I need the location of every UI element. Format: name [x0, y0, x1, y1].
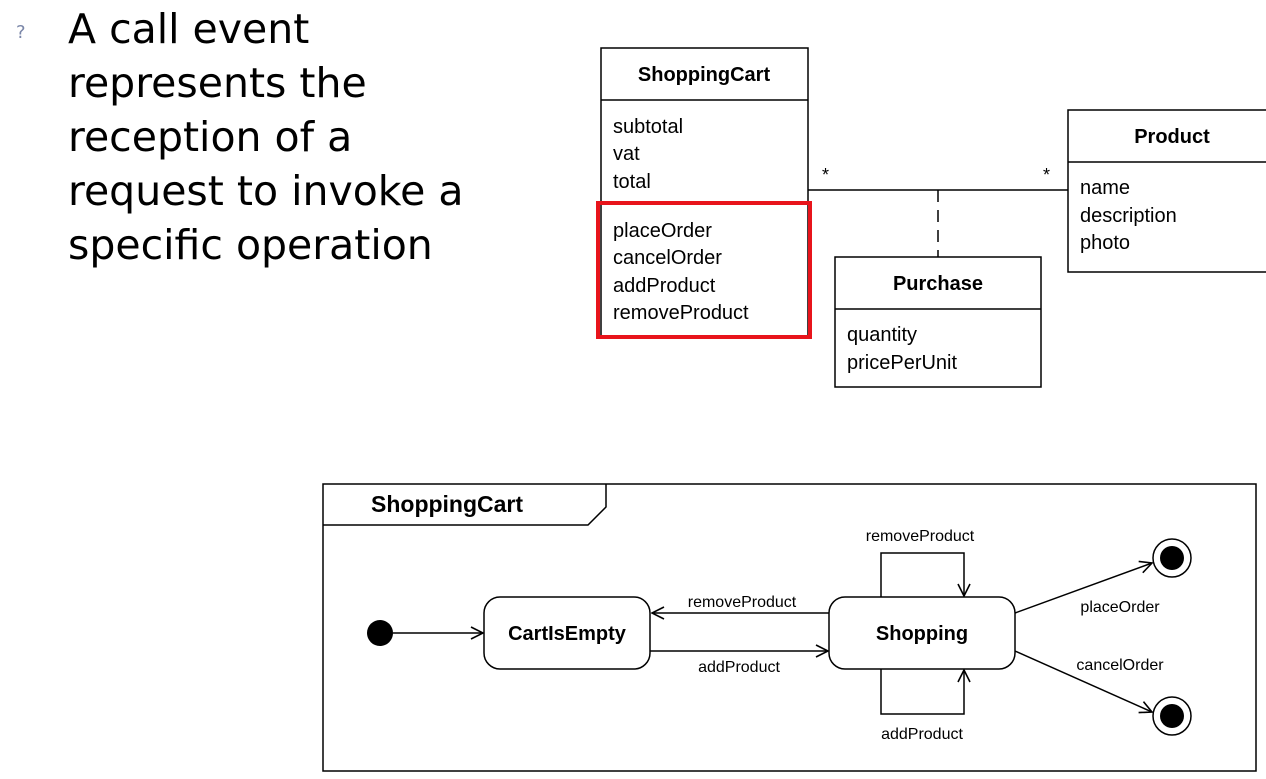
state-machine: ShoppingCart CartIsEmpty Shopping remove… [322, 483, 1257, 772]
class-name: ShoppingCart [638, 64, 771, 86]
bullet-line: request to invoke a [68, 167, 464, 215]
state-shopping [828, 596, 1016, 670]
state-machine-frame [322, 483, 1257, 772]
bullet-line: specific operation [68, 221, 433, 269]
bullet-marker: ? [16, 22, 26, 43]
multiplicity-right: * [1043, 165, 1050, 185]
frame-title: ShoppingCart [371, 491, 523, 517]
class-attribute: name [1080, 177, 1130, 199]
class-operation: addProduct [613, 275, 716, 297]
transition-label: removeProduct [866, 528, 975, 545]
class-attribute: pricePerUnit [847, 352, 957, 374]
class-name: Purchase [893, 273, 983, 295]
state-label: Shopping [876, 623, 968, 645]
multiplicity-left: * [822, 165, 829, 185]
transition-cancel-order [1014, 650, 1152, 712]
class-operation: removeProduct [613, 302, 749, 324]
transition-label: addProduct [881, 726, 963, 743]
frame-title-tab [323, 484, 607, 526]
bullet-point: ? A call event represents the reception … [0, 0, 560, 320]
class-attribute: total [613, 171, 651, 193]
transition-label: cancelOrder [1076, 657, 1164, 674]
class-attribute: quantity [847, 324, 917, 346]
operations-highlight [596, 201, 812, 339]
state-label: CartIsEmpty [508, 623, 627, 645]
class-diagram: ShoppingCart subtotal vat total placeOrd… [596, 47, 1266, 388]
class-operation: placeOrder [613, 220, 712, 242]
class-purchase: Purchase quantity pricePerUnit [834, 256, 1042, 388]
class-box [834, 256, 1042, 388]
bullet-line: represents the [68, 59, 367, 107]
final-state-top [1152, 538, 1192, 578]
class-box [1067, 109, 1266, 273]
transition-self-bottom [880, 669, 964, 715]
bullet-line: A call event [68, 5, 310, 53]
transition-self-top [880, 552, 964, 597]
bullet-line: reception of a [68, 113, 353, 161]
state-cartisempty [483, 596, 651, 670]
transition-label: removeProduct [688, 594, 797, 611]
class-attribute: photo [1080, 232, 1130, 254]
transition-label: placeOrder [1080, 599, 1160, 616]
class-name: Product [1134, 126, 1210, 148]
class-attribute: subtotal [613, 116, 683, 138]
bullet-text: A call event represents the reception of… [68, 2, 538, 272]
class-box [600, 47, 809, 339]
transition-place-order [1014, 563, 1152, 614]
transition-label: addProduct [698, 659, 780, 676]
initial-state [367, 620, 393, 646]
final-state-bottom [1152, 696, 1192, 736]
class-attribute: description [1080, 205, 1177, 227]
class-shoppingcart: ShoppingCart subtotal vat total placeOrd… [596, 47, 812, 339]
class-operation: cancelOrder [613, 247, 722, 269]
class-attribute: vat [613, 143, 640, 165]
class-product: Product name description photo [1067, 109, 1266, 273]
